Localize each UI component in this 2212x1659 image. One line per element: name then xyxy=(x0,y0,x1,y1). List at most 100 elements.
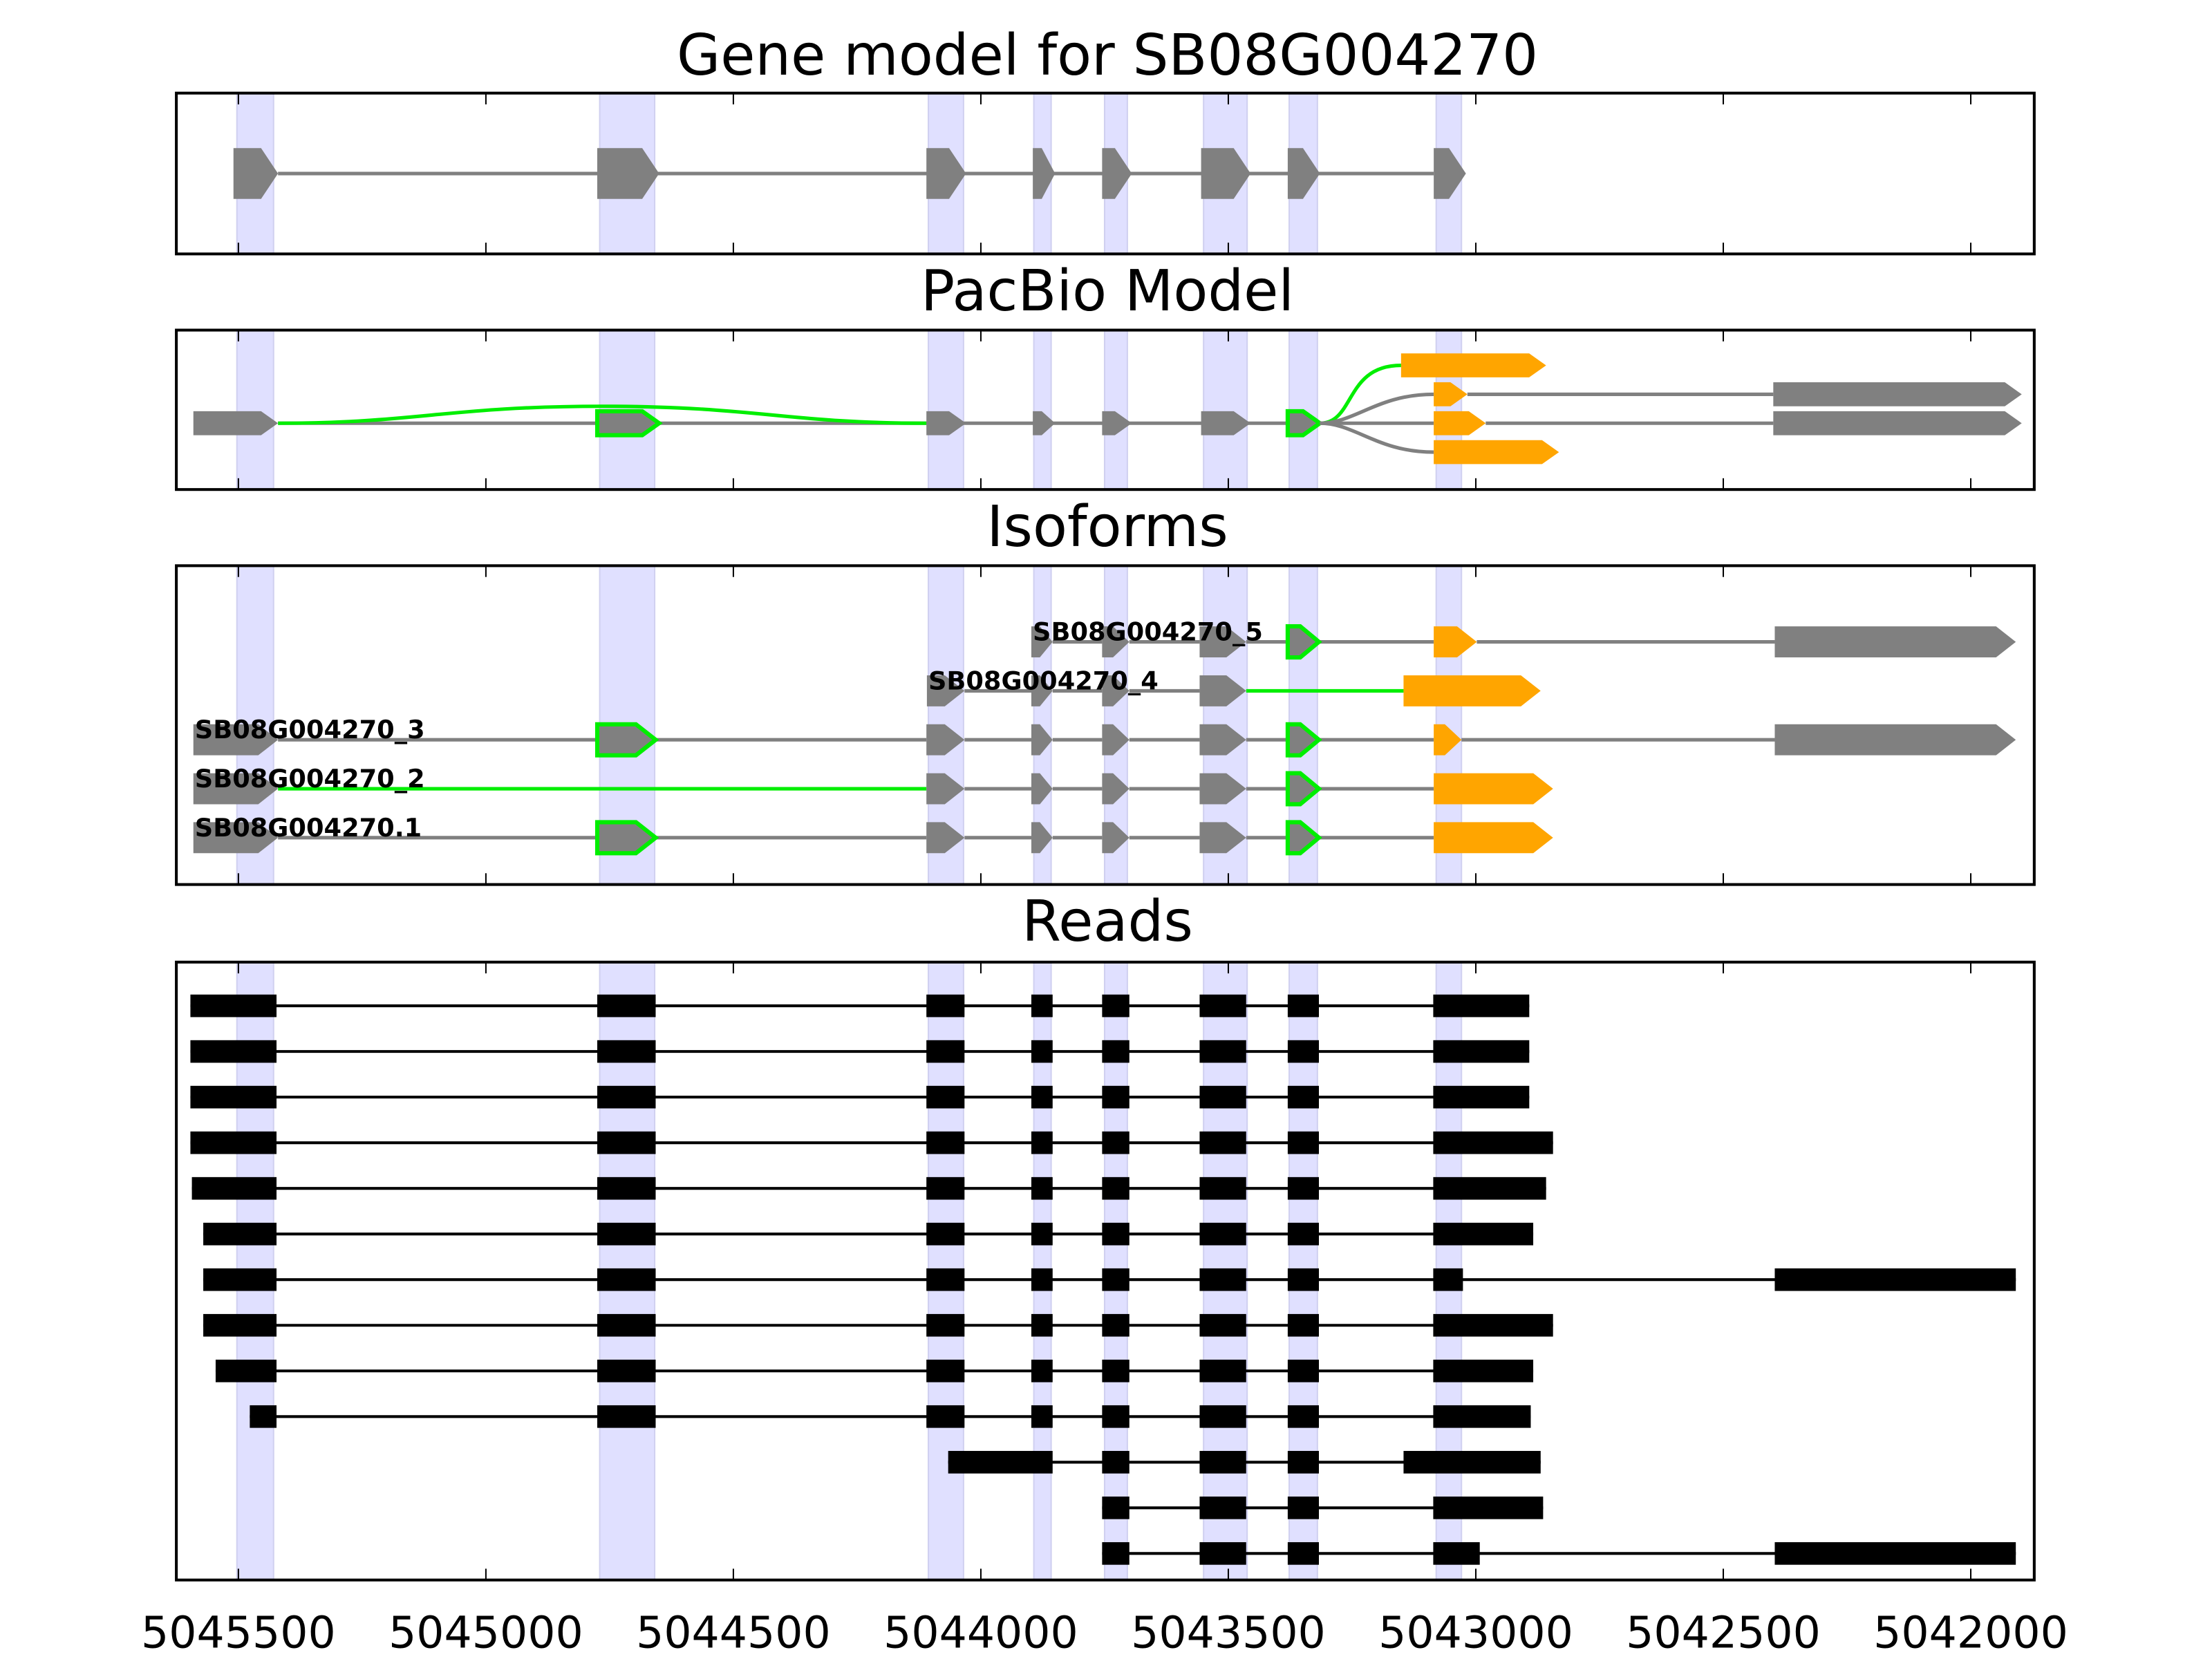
exon-arrow xyxy=(1285,771,1322,807)
exon-arrow xyxy=(926,411,966,435)
read-block xyxy=(1102,1359,1130,1382)
exon-arrow xyxy=(193,822,279,854)
read-block xyxy=(190,1040,277,1063)
exon-arrow xyxy=(1102,626,1130,658)
x-tick-label: 5043000 xyxy=(1378,1607,1573,1658)
read-block xyxy=(1199,1359,1246,1382)
exon-arrow xyxy=(1102,148,1132,199)
read-block xyxy=(597,1040,656,1063)
read-block xyxy=(926,1359,965,1382)
x-tick-label: 5043500 xyxy=(1131,1607,1326,1658)
read-block xyxy=(1433,1405,1531,1428)
exon-arrow xyxy=(1434,822,1553,854)
exon-arrow xyxy=(1199,724,1246,756)
exon-arrow xyxy=(1285,409,1324,438)
read-block xyxy=(1031,1359,1053,1382)
exon-arrow xyxy=(1031,626,1053,658)
read-block xyxy=(1199,1313,1246,1337)
exon-arrow xyxy=(1199,626,1246,658)
highlight-band xyxy=(928,329,964,491)
exon-arrow xyxy=(1434,724,1462,756)
read-block xyxy=(1287,994,1320,1018)
read-block xyxy=(1199,1268,1246,1291)
exon-arrow xyxy=(1434,148,1466,199)
read-block xyxy=(926,1085,965,1109)
exon-arrow xyxy=(1033,148,1056,199)
read-block xyxy=(190,1085,277,1109)
exon-arrow xyxy=(1434,440,1559,465)
exon-arrow xyxy=(193,773,279,805)
exon-arrow xyxy=(1285,624,1322,660)
read-block xyxy=(597,1222,656,1246)
isoform-label: SB08G004270_5 xyxy=(1033,617,1263,647)
read-block xyxy=(1433,994,1530,1018)
exon-arrow xyxy=(1102,411,1132,435)
exon-arrow xyxy=(1199,675,1246,706)
exon-arrow xyxy=(1031,773,1053,805)
read-block xyxy=(203,1222,277,1246)
read-block xyxy=(1287,1313,1320,1337)
read-block xyxy=(1433,1359,1534,1382)
read-block xyxy=(926,1040,965,1063)
exon-arrow xyxy=(594,409,663,438)
read-block xyxy=(1433,1040,1530,1063)
read-block xyxy=(1287,1040,1320,1063)
read-block xyxy=(1774,1268,2016,1291)
read-block xyxy=(1031,1131,1053,1154)
exon-arrow xyxy=(1201,411,1251,435)
read-block xyxy=(1031,1222,1053,1246)
exon-arrow xyxy=(1102,822,1130,854)
skip-junction-arc xyxy=(278,404,927,425)
read-block xyxy=(1031,1040,1053,1063)
read-block xyxy=(1287,1131,1320,1154)
read-block xyxy=(926,1222,965,1246)
read-block xyxy=(1031,1313,1053,1337)
highlight-band xyxy=(1033,329,1052,491)
exon-arrow xyxy=(1434,382,1468,406)
exon-arrow xyxy=(1773,382,2022,406)
read-block xyxy=(597,1131,656,1154)
read-block xyxy=(1774,1542,2016,1565)
read-block xyxy=(1031,1177,1053,1200)
read-block xyxy=(597,1359,656,1382)
read-block xyxy=(1287,1222,1320,1246)
read-block xyxy=(597,1177,656,1200)
exon-arrow xyxy=(193,724,279,756)
read-block xyxy=(1199,1497,1246,1519)
branch-junction xyxy=(1320,364,1401,425)
read-block xyxy=(926,1131,965,1154)
x-tick-label: 5045000 xyxy=(388,1607,583,1658)
exon-arrow xyxy=(1400,353,1546,377)
read-block xyxy=(1031,1268,1053,1291)
read-block xyxy=(203,1313,277,1337)
read-block xyxy=(190,1131,277,1154)
panel-frame xyxy=(175,960,2036,1582)
read-block xyxy=(1199,1542,1246,1565)
read-block xyxy=(1433,1131,1553,1154)
read-block xyxy=(926,1177,965,1200)
panel-title-pacbio: PacBio Model xyxy=(921,259,1294,324)
exon-arrow xyxy=(1201,148,1251,199)
panel-frame xyxy=(175,564,2036,886)
panel-frame xyxy=(175,328,2036,491)
exon-arrow xyxy=(1285,722,1322,758)
read-block xyxy=(597,994,656,1018)
exon-arrow xyxy=(233,148,279,199)
panel-title-reads: Reads xyxy=(1022,889,1193,955)
isoform-label: SB08G004270_3 xyxy=(195,715,425,744)
read-block xyxy=(926,1268,965,1291)
exon-arrow xyxy=(597,148,659,199)
exon-arrow xyxy=(926,822,965,854)
read-block xyxy=(1102,1040,1130,1063)
exon-arrow xyxy=(1031,724,1053,756)
exon-arrow xyxy=(1031,822,1053,854)
read-block xyxy=(1403,1450,1541,1474)
exon-arrow xyxy=(1434,626,1477,658)
exon-arrow xyxy=(926,724,965,756)
exon-arrow xyxy=(1434,411,1486,435)
exon-arrow xyxy=(594,820,659,856)
exon-arrow xyxy=(1102,773,1130,805)
exon-arrow xyxy=(1774,626,2016,658)
read-block xyxy=(1199,1040,1246,1063)
panel-title-isoforms: Isoforms xyxy=(986,494,1228,560)
